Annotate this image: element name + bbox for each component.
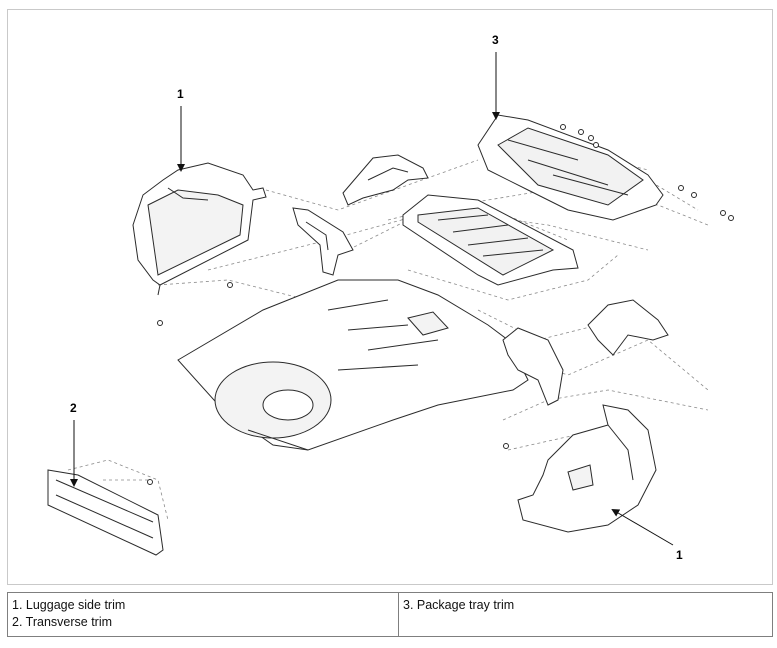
rear-panel-center — [402, 194, 579, 286]
transverse-trim — [47, 469, 164, 556]
small-bracket-top — [342, 154, 429, 206]
luggage-floor-panel — [177, 279, 529, 451]
legend-item-transverse-trim: 2. Transverse trim — [12, 615, 113, 629]
exploded-view-drawing: 1 3 2 1 — [47, 33, 734, 562]
luggage-side-trim-left — [132, 162, 267, 296]
parts-legend-table: 1. Luggage side trim 2. Transverse trim … — [7, 592, 773, 637]
small-bracket-left — [292, 207, 354, 276]
callout-1-top: 1 — [177, 87, 184, 101]
legend-item-package-tray-trim: 3. Package tray trim — [403, 598, 515, 612]
package-tray-trim — [477, 114, 664, 221]
callout-1-bottom-arrow — [611, 508, 674, 546]
fasteners — [147, 124, 734, 485]
callout-2: 2 — [70, 401, 77, 415]
small-bracket-right — [502, 327, 564, 406]
callout-arrows — [70, 52, 674, 546]
exploded-view-figure: 1 3 2 1 — [7, 9, 773, 585]
small-bracket-far-right — [587, 299, 669, 356]
legend-cell-right: 3. Package tray trim — [398, 592, 773, 637]
callout-3: 3 — [492, 33, 499, 47]
legend-cell-left: 1. Luggage side trim 2. Transverse trim — [7, 592, 399, 637]
legend-item-luggage-side-trim: 1. Luggage side trim — [12, 598, 126, 612]
callout-1-bottom: 1 — [676, 548, 683, 562]
legend-row: 1. Luggage side trim 2. Transverse trim … — [7, 592, 773, 637]
luggage-side-trim-right — [517, 404, 657, 533]
